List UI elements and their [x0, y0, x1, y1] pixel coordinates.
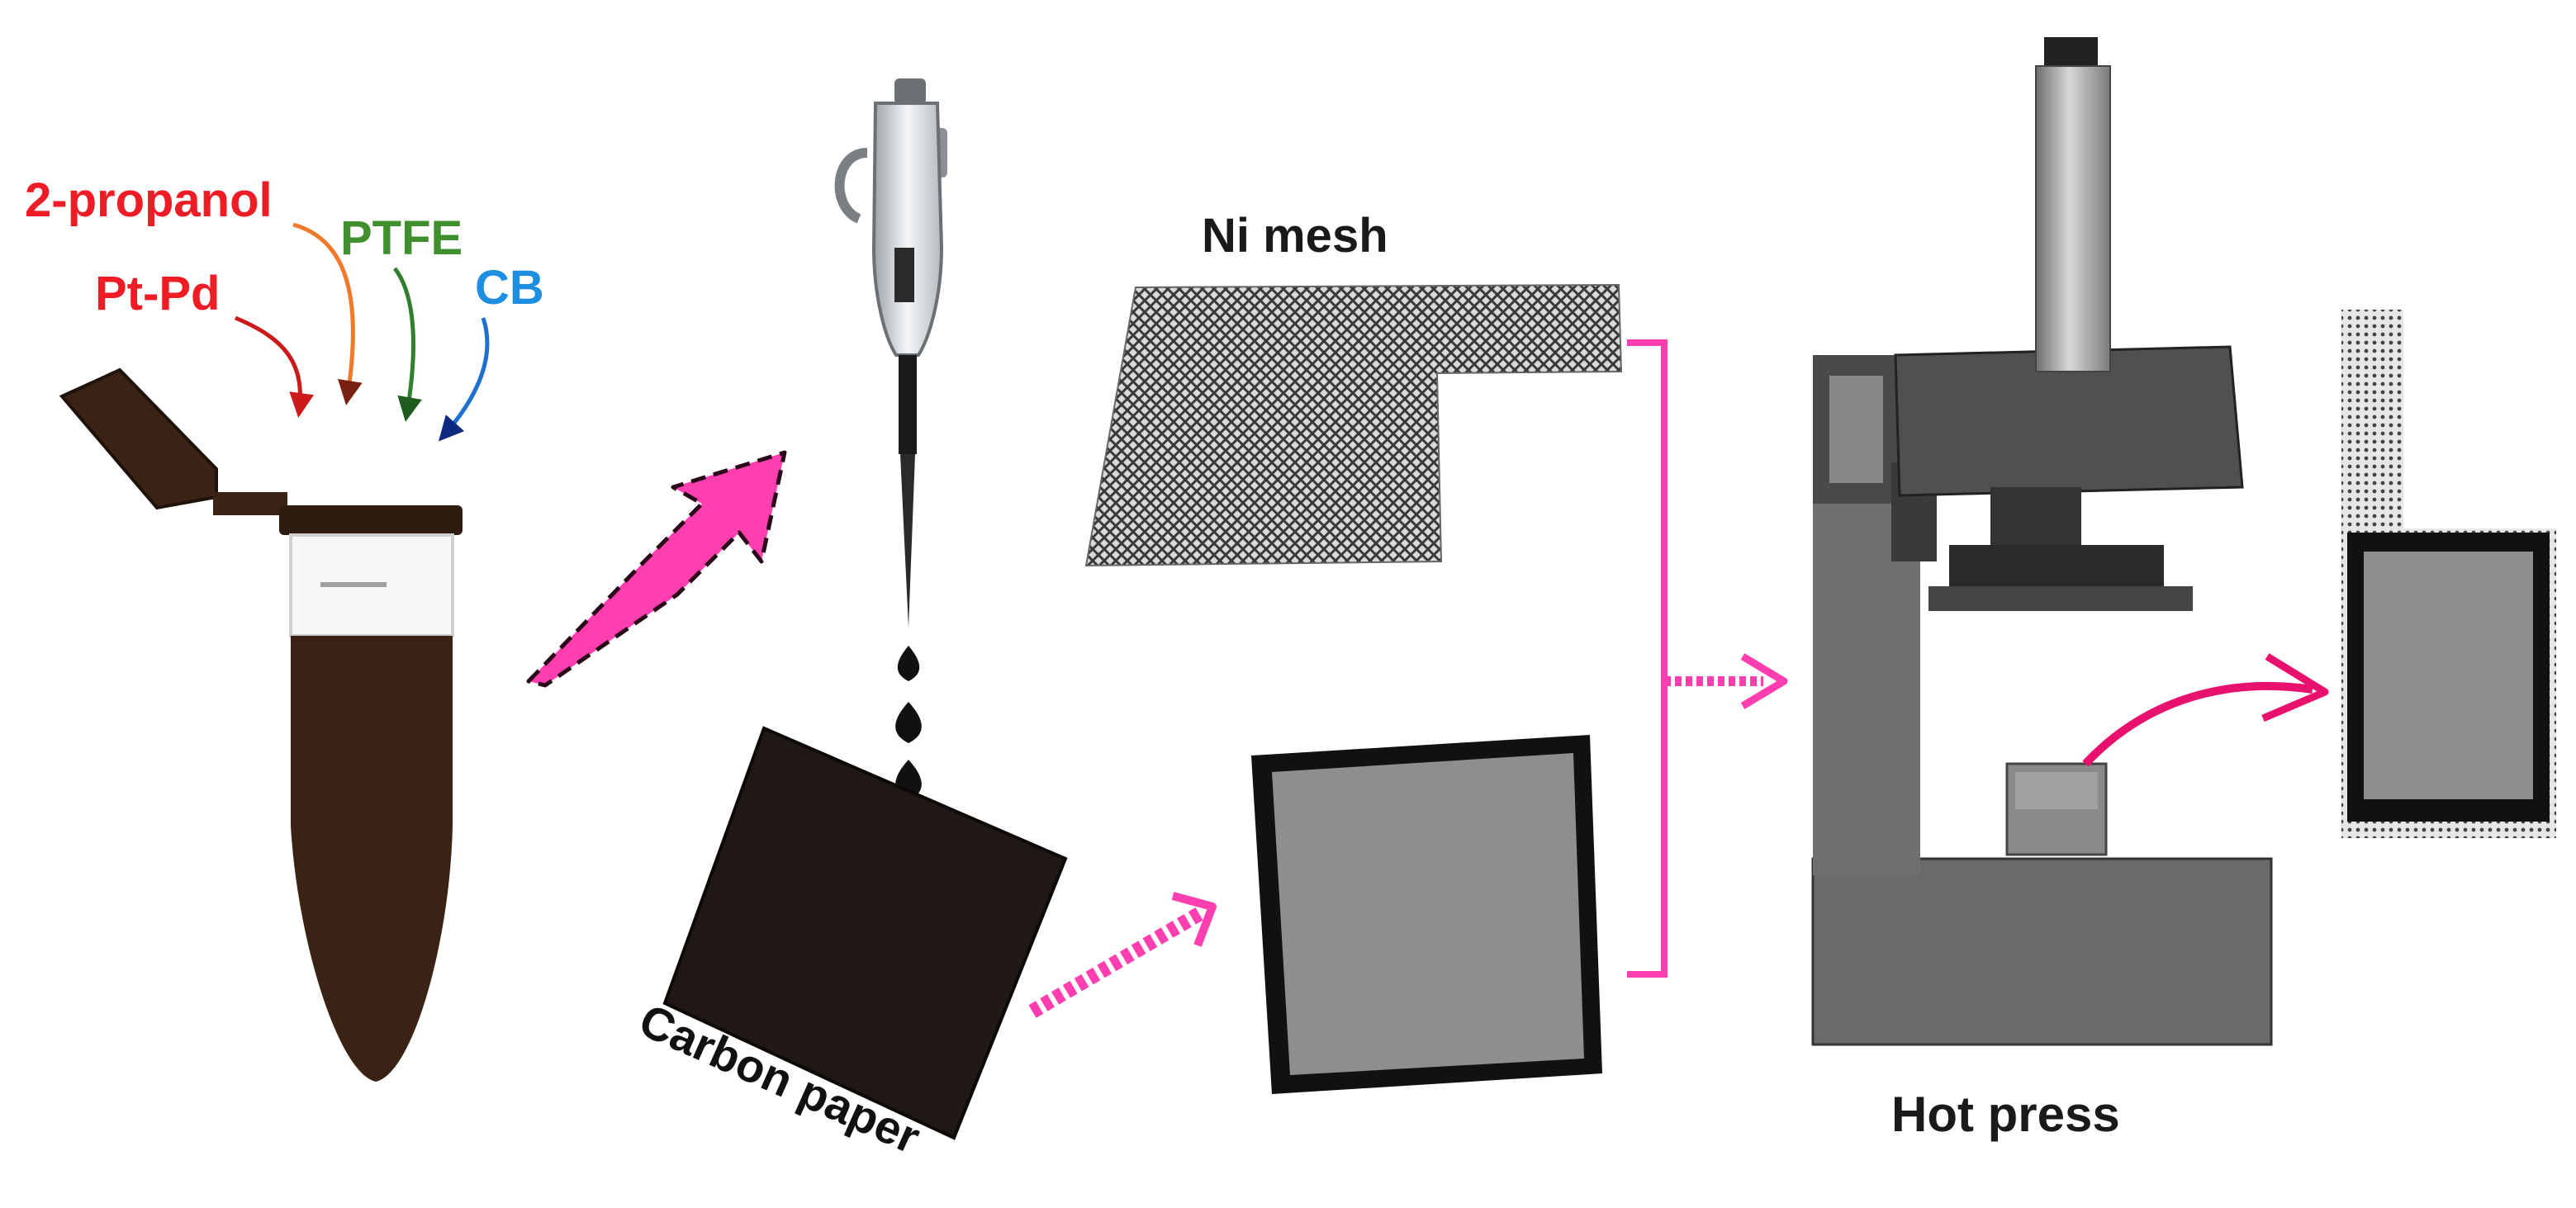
tube-hinge: [213, 492, 287, 515]
microcentrifuge-tube: [59, 367, 463, 1082]
tube-lid: [59, 367, 218, 510]
ni-mesh: [1084, 283, 1623, 567]
arrow-to-final: [2082, 681, 2313, 767]
arrow-2-propanol: [292, 222, 363, 405]
label-ni-mesh: Ni mesh: [1202, 209, 1388, 263]
pipette: [834, 78, 947, 628]
label-cb: CB: [475, 261, 544, 315]
tube-fluid: [291, 636, 453, 1082]
label-ptfe: PTFE: [340, 211, 463, 265]
pink-arrow-to-coated: [1028, 906, 1206, 1018]
arrow-cb: [438, 317, 490, 442]
ink-drops: [895, 646, 922, 801]
arrow-pt-pd: [235, 315, 315, 418]
label-2-propanol: 2-propanol: [25, 173, 273, 227]
final-mesh-tab: [2341, 310, 2403, 537]
arrow-ptfe: [393, 267, 422, 422]
hot-press: [1811, 37, 2273, 1046]
merge-bracket: [1627, 339, 1668, 978]
label-pt-pd: Pt-Pd: [95, 267, 220, 320]
final-electrode: [2341, 310, 2556, 838]
tube-rim: [279, 505, 463, 535]
big-pink-arrow: [526, 450, 787, 688]
label-hot-press: Hot press: [1891, 1087, 2120, 1142]
carbon-paper: [662, 726, 1068, 1140]
